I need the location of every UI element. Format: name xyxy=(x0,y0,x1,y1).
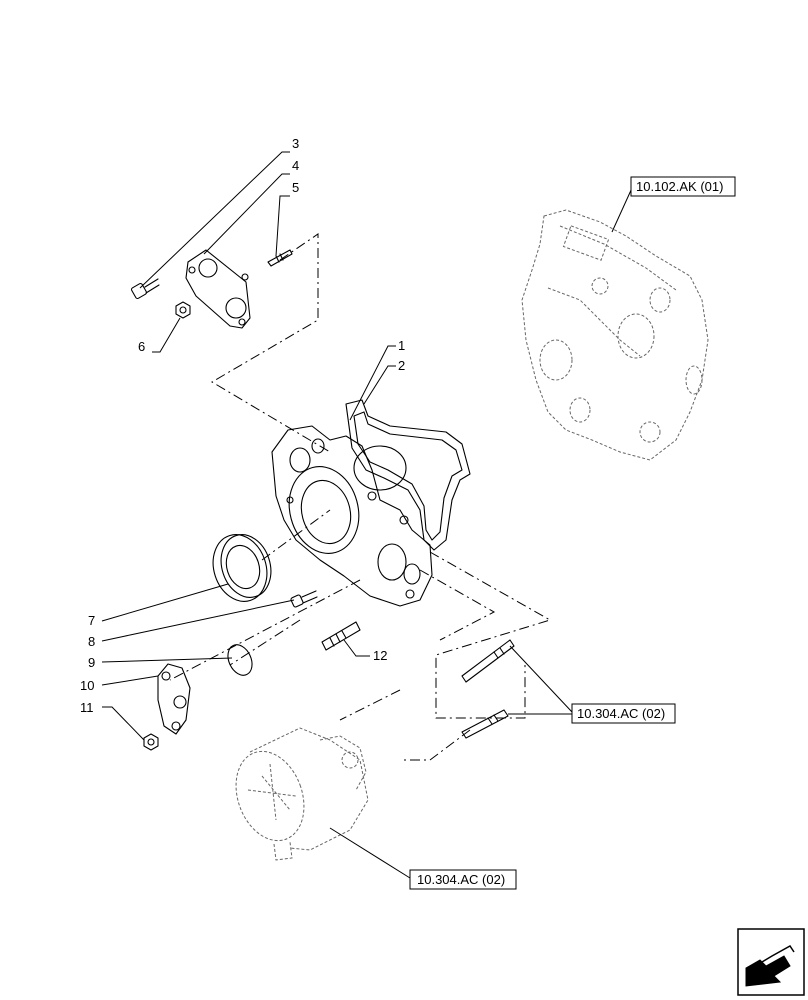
ref-label-pump: 10.304.AC (02) xyxy=(417,872,505,887)
callout-5: 5 xyxy=(292,180,299,195)
seal-ring-part-7 xyxy=(212,534,272,602)
callout-3: 3 xyxy=(292,136,299,151)
assembly-lines xyxy=(169,233,552,761)
callout-8: 8 xyxy=(88,634,95,649)
o-ring-part-9 xyxy=(227,644,253,676)
bolt-part-8 xyxy=(290,590,318,608)
engine-block-reference xyxy=(521,209,709,461)
nut-part-6 xyxy=(175,301,191,319)
callout-10: 10 xyxy=(80,678,94,693)
callout-12: 12 xyxy=(373,648,387,663)
stud-part-12 xyxy=(321,621,361,651)
front-housing-part-1 xyxy=(271,425,433,607)
arrow-icon[interactable] xyxy=(737,928,805,996)
callout-labels: 3 4 5 6 1 2 7 8 9 10 11 12 xyxy=(80,136,405,715)
callout-4: 4 xyxy=(292,158,299,173)
flange-part-10 xyxy=(157,663,191,735)
stud-part-5 xyxy=(267,249,293,267)
ref-label-block: 10.102.AK (01) xyxy=(636,179,723,194)
callout-6: 6 xyxy=(138,339,145,354)
leader-lines xyxy=(101,151,633,879)
vacuum-pump-reference xyxy=(235,727,369,861)
studs-pair xyxy=(461,639,515,739)
bolt-part-3 xyxy=(130,278,160,300)
callout-11: 11 xyxy=(80,700,94,715)
callout-7: 7 xyxy=(88,613,95,628)
ref-box-pump[interactable]: 10.304.AC (02) xyxy=(409,869,517,890)
ref-label-studs: 10.304.AC (02) xyxy=(577,706,665,721)
callout-9: 9 xyxy=(88,655,95,670)
gasket-part-2 xyxy=(345,399,471,551)
nut-part-11 xyxy=(143,733,159,751)
cover-plate-part-4 xyxy=(185,249,251,329)
ref-box-studs[interactable]: 10.304.AC (02) xyxy=(571,703,676,724)
callout-1: 1 xyxy=(398,338,405,353)
callout-2: 2 xyxy=(398,358,405,373)
ref-box-block[interactable]: 10.102.AK (01) xyxy=(630,176,736,197)
